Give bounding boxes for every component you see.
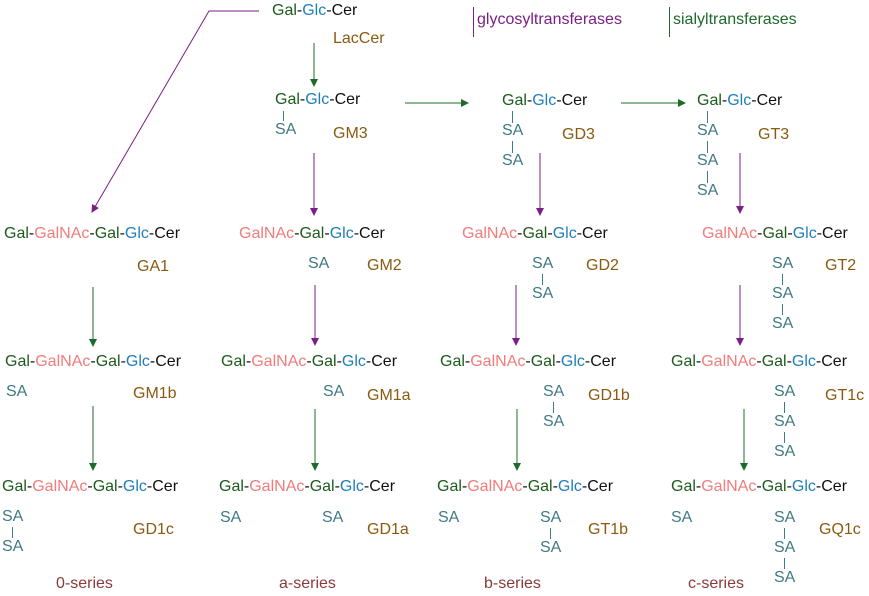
link <box>782 274 783 285</box>
sa-residue: SA <box>502 122 524 139</box>
gt3-structure: Gal-Glc-Cer <box>697 92 783 109</box>
residue-galnac: GalNAc <box>34 225 90 242</box>
name-gt1b: GT1b <box>588 521 629 538</box>
laccer-structure: Gal-Glc-Cer <box>272 2 358 19</box>
link <box>707 111 708 123</box>
legend-purple-bar <box>473 7 474 37</box>
link <box>550 528 551 539</box>
sa-residue: SA <box>308 255 330 272</box>
residue-gal: Gal <box>272 2 297 19</box>
name-gd1c: GD1c <box>133 521 174 538</box>
sa-residue: SA <box>772 315 794 332</box>
legend-sialyltransferases: sialyltransferases <box>673 11 797 28</box>
sa-residue: SA <box>774 509 796 526</box>
sa-residue: SA <box>6 383 28 400</box>
ga1-structure: Gal-GalNAc-Gal-Glc-Cer <box>4 225 181 242</box>
sa-residue: SA <box>322 509 344 526</box>
gm1b-structure: Gal-GalNAc-Gal-Glc-Cer <box>5 353 182 370</box>
name-gt1c: GT1c <box>825 387 865 404</box>
sa-residue: SA <box>532 255 554 272</box>
sa-residue: SA <box>772 255 794 272</box>
series-label-a: a-series <box>279 575 336 592</box>
gd1c-structure: Gal-GalNAc-Gal-Glc-Cer <box>2 478 179 495</box>
link <box>707 141 708 153</box>
series-label-0: 0-series <box>56 575 113 592</box>
series-label-c: c-series <box>688 575 745 592</box>
gm2-structure: GalNAc-Gal-Glc-Cer <box>239 225 385 242</box>
residue-cer: Cer <box>331 2 358 19</box>
series-label-b: b-series <box>484 575 541 592</box>
name-gm2: GM2 <box>367 257 402 274</box>
name-gm1a: GM1a <box>367 387 411 404</box>
sa-residue: SA <box>2 538 24 555</box>
link <box>12 527 13 538</box>
link <box>512 111 513 123</box>
sa-residue: SA <box>543 413 565 430</box>
link <box>512 141 513 153</box>
name-gt3: GT3 <box>758 126 790 143</box>
sa-residue: SA <box>220 509 242 526</box>
link <box>784 558 785 569</box>
gm3-structure: Gal-Glc-Cer <box>275 91 361 108</box>
name-gd3: GD3 <box>562 126 595 143</box>
name-gd1a: GD1a <box>367 521 409 538</box>
link <box>784 402 785 413</box>
name-gm3: GM3 <box>333 125 368 142</box>
sa-residue: SA <box>275 121 297 138</box>
name-gd2: GD2 <box>586 257 619 274</box>
name-ga1: GA1 <box>137 258 170 275</box>
name-gm1b: GM1b <box>133 385 177 402</box>
gq1c-structure: Gal-GalNAc-Gal-Glc-Cer <box>671 478 848 495</box>
name-laccer: LacCer <box>333 30 385 47</box>
sa-residue: SA <box>774 413 796 430</box>
gd3-structure: Gal-Glc-Cer <box>502 92 588 109</box>
gd2-structure: GalNAc-Gal-Glc-Cer <box>462 225 608 242</box>
link <box>707 171 708 183</box>
sa-residue: SA <box>2 508 24 525</box>
name-gd1b: GD1b <box>588 387 630 404</box>
sa-residue: SA <box>697 122 719 139</box>
sa-residue: SA <box>697 152 719 169</box>
sa-residue: SA <box>438 509 460 526</box>
sa-residue: SA <box>774 443 796 460</box>
sa-residue: SA <box>697 182 719 199</box>
link <box>782 304 783 315</box>
legend-glycosyltransferases: glycosyltransferases <box>477 11 622 28</box>
link <box>283 111 284 121</box>
sa-residue: SA <box>774 383 796 400</box>
sa-residue: SA <box>543 383 565 400</box>
sa-residue: SA <box>671 509 693 526</box>
sa-residue: SA <box>774 539 796 556</box>
link <box>784 432 785 443</box>
gt2-structure: GalNAc-Gal-Glc-Cer <box>702 225 848 242</box>
name-gq1c: GQ1c <box>819 521 861 538</box>
sa-residue: SA <box>532 285 554 302</box>
sa-residue: SA <box>323 383 345 400</box>
sa-residue: SA <box>774 569 796 586</box>
legend-green-bar <box>669 7 670 37</box>
name-gt2: GT2 <box>825 257 857 274</box>
arrow-laccer-to-ga1 <box>91 10 259 213</box>
gt1c-structure: Gal-GalNAc-Gal-Glc-Cer <box>671 353 848 370</box>
link <box>553 402 554 413</box>
gm1a-structure: Gal-GalNAc-Gal-Glc-Cer <box>221 353 398 370</box>
sa-residue: SA <box>502 152 524 169</box>
link <box>784 528 785 539</box>
link <box>542 274 543 285</box>
residue-glc: Glc <box>302 2 327 19</box>
sa-residue: SA <box>540 539 562 556</box>
gd1a-structure: Gal-GalNAc-Gal-Glc-Cer <box>219 478 396 495</box>
sa-residue: SA <box>540 509 562 526</box>
gt1b-structure: Gal-GalNAc-Gal-Glc-Cer <box>437 478 614 495</box>
sa-residue: SA <box>772 285 794 302</box>
gd1b-structure: Gal-GalNAc-Gal-Glc-Cer <box>440 353 617 370</box>
